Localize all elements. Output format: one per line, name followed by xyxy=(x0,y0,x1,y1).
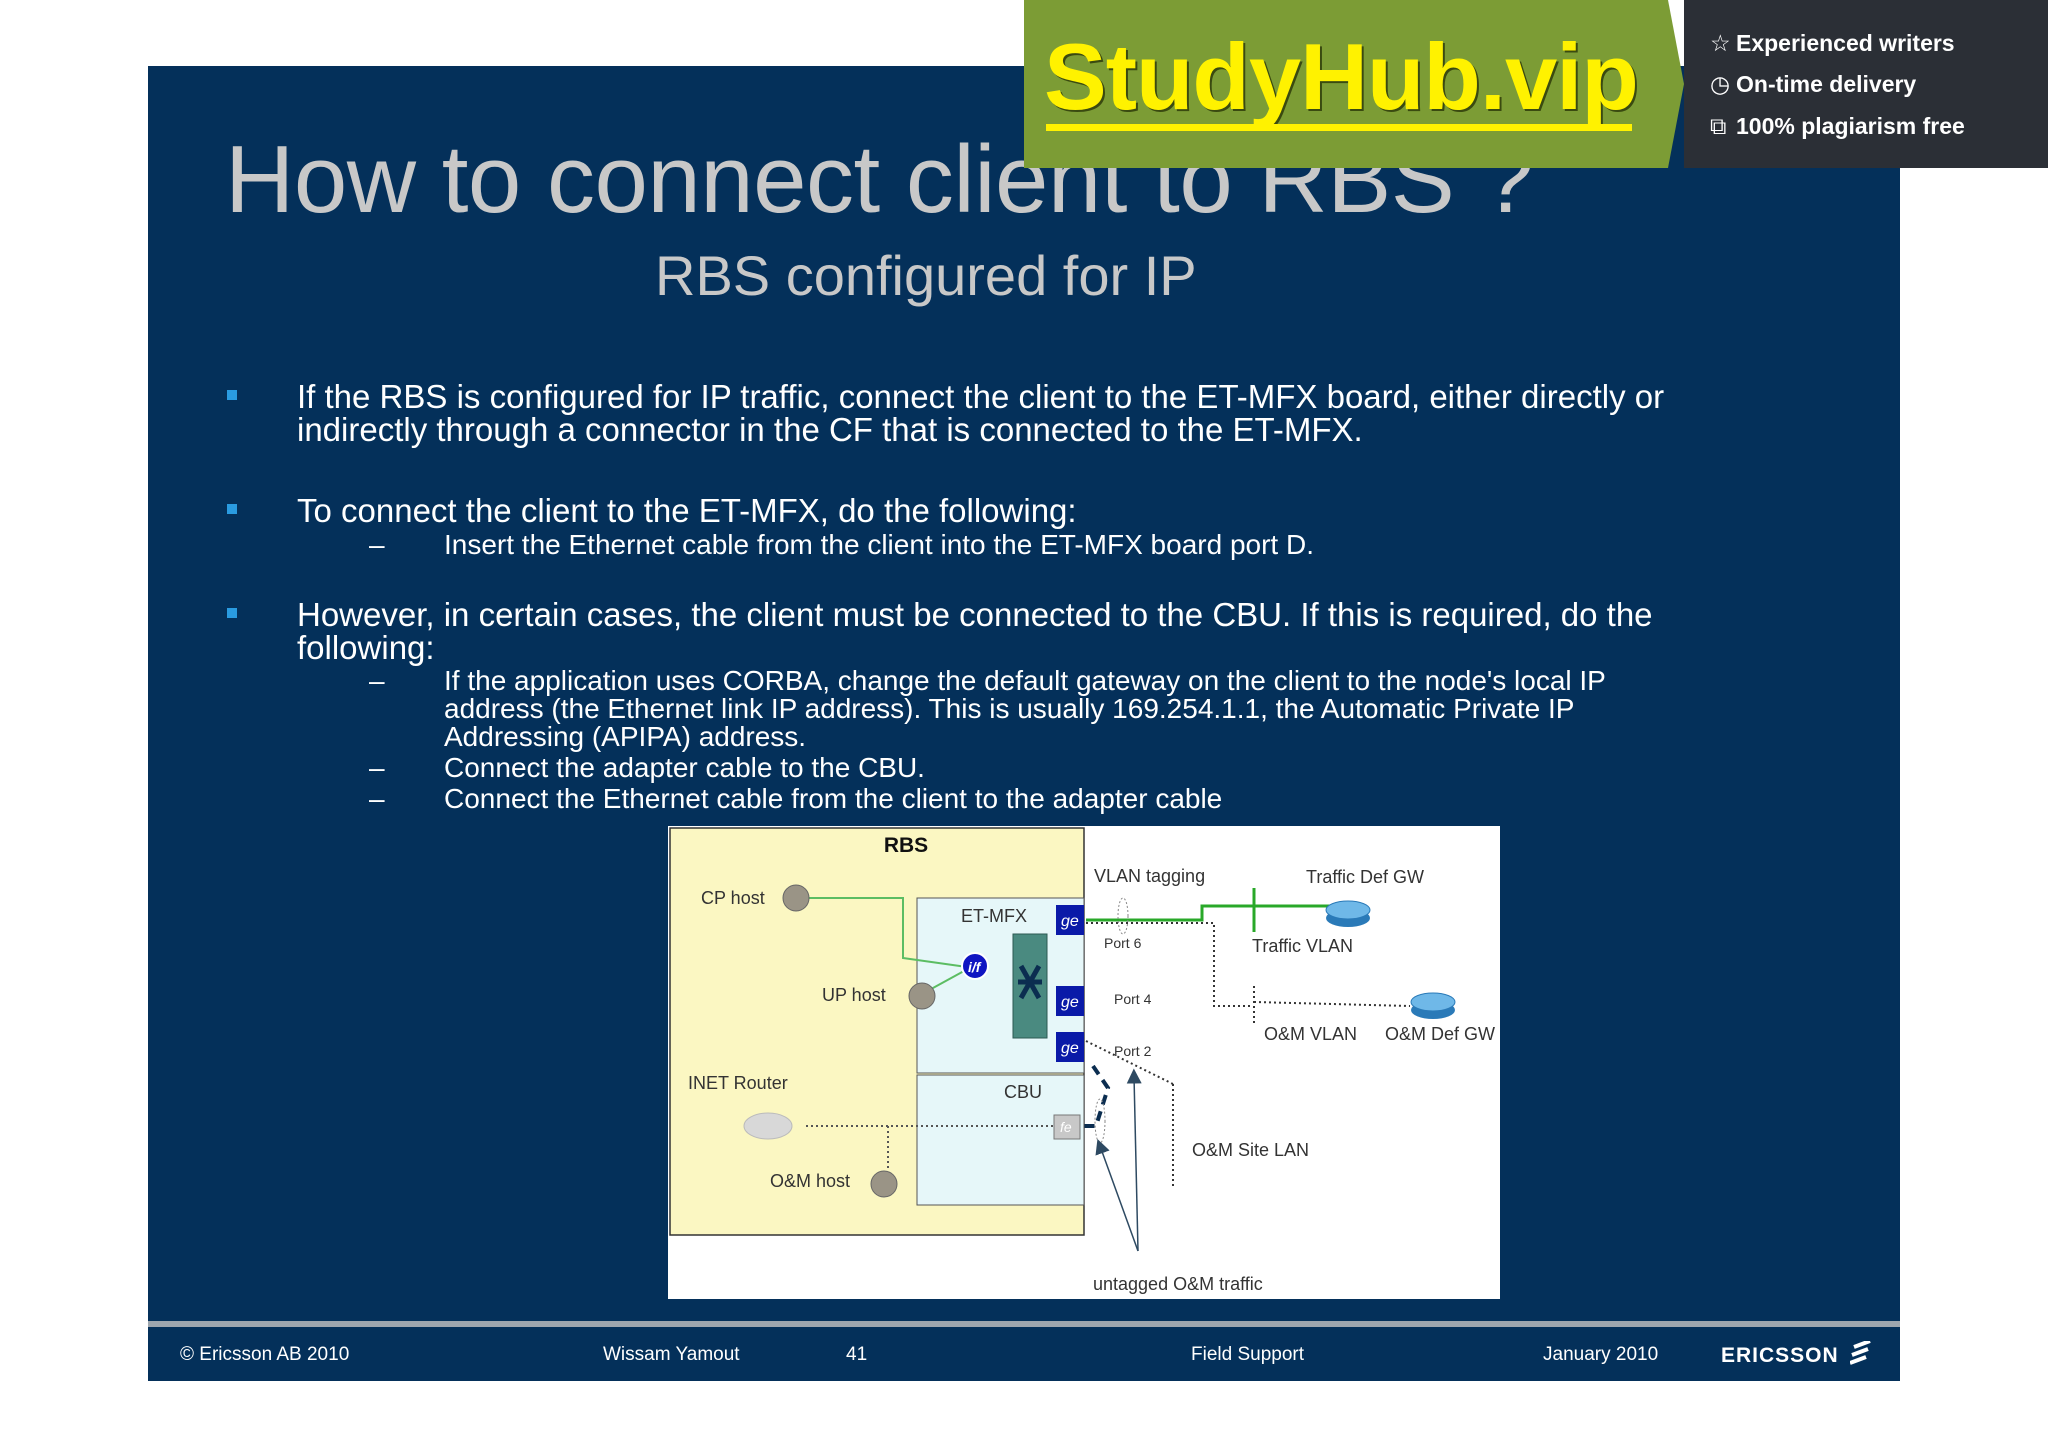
inet-router-node xyxy=(743,1112,793,1140)
sub-bullet-text: address (the Ethernet link IP address). … xyxy=(444,693,1575,724)
star-icon: ☆ xyxy=(1710,30,1731,56)
bullet-text: To connect the client to the ET-MFX, do … xyxy=(297,492,1077,529)
traffic-vlan-link xyxy=(1086,904,1254,922)
et-mfx-label: ET-MFX xyxy=(961,906,1027,926)
vlan-tag-ellipse xyxy=(1117,897,1129,935)
sub-bullet-text: Insert the Ethernet cable from the clien… xyxy=(444,529,1314,560)
footer-date: January 2010 xyxy=(1543,1344,1659,1365)
slide: How to connect client to RBS ? RBS confi… xyxy=(148,66,1900,1381)
traffic-def-gw-label: Traffic Def GW xyxy=(1306,867,1424,887)
bullet-text: However, in certain cases, the client mu… xyxy=(297,596,1653,633)
interface-node xyxy=(961,952,989,980)
footer-page-number: 41 xyxy=(846,1344,868,1365)
feature-text: On-time delivery xyxy=(1736,71,1917,97)
cbu-label: CBU xyxy=(1004,1082,1042,1102)
studyhub-logo-underline xyxy=(1046,124,1632,131)
port2-label: Port 2 xyxy=(1114,1043,1152,1059)
vlan-tagging-label: VLAN tagging xyxy=(1094,866,1205,886)
om-gw-link xyxy=(1253,1001,1411,1007)
om-host-label: O&M host xyxy=(770,1171,850,1191)
clock-icon: ◷ xyxy=(1710,71,1731,97)
sub-bullet-dash: – xyxy=(369,665,385,696)
ge-port-6 xyxy=(1056,905,1084,935)
bullet-text: indirectly through a connector in the CF… xyxy=(297,411,1363,448)
sub-bullet-dash: – xyxy=(369,529,385,560)
rbs-label: RBS xyxy=(884,834,928,857)
untagged-arrow xyxy=(1095,1138,1139,1252)
ge-port-label: ge xyxy=(1061,913,1079,930)
traffic-vlan-label: Traffic VLAN xyxy=(1252,936,1353,956)
sub-bullet-dash: – xyxy=(369,783,385,814)
footer-divider xyxy=(148,1321,1900,1327)
ericsson-logo-text: ERICSSON xyxy=(1721,1344,1839,1367)
copy-icon: ⧉ xyxy=(1710,113,1727,139)
sub-bullet-text: Connect the Ethernet cable from the clie… xyxy=(444,783,1223,814)
feature-text: Experienced writers xyxy=(1736,30,1955,56)
ge-port-2 xyxy=(1056,1032,1084,1062)
cbu-lan-link xyxy=(1084,1064,1111,1128)
feature-text: 100% plagiarism free xyxy=(1736,113,1965,139)
cp-host-label: CP host xyxy=(701,888,765,908)
untagged-arrow xyxy=(1126,1068,1142,1252)
inet-router-label: INET Router xyxy=(688,1073,788,1093)
port2-link xyxy=(1085,1040,1174,1085)
feature-on-time-delivery: ◷On-time delivery xyxy=(1710,73,1916,96)
interface-label: i/f xyxy=(968,959,982,975)
up-host-node xyxy=(908,982,936,1010)
feature-plagiarism-free: ⧉ 100% plagiarism free xyxy=(1710,115,1965,138)
studyhub-logo[interactable]: StudyHub.vip xyxy=(1044,24,1639,129)
untagged-label: untagged O&M traffic xyxy=(1093,1274,1263,1294)
banner-arrow xyxy=(1650,0,1684,168)
om-def-gw-label: O&M Def GW xyxy=(1385,1024,1495,1044)
up-host-label: UP host xyxy=(822,985,886,1005)
footer-copyright: © Ericsson AB 2010 xyxy=(180,1344,350,1365)
ge-port-label: ge xyxy=(1061,994,1079,1011)
bullet-text: following: xyxy=(297,629,435,666)
switch-icon xyxy=(1018,964,1042,1000)
network-diagram: RBS ET-MFX CBU ge ge ge fe i/f xyxy=(668,826,1500,1299)
network-diagram-svg: RBS ET-MFX CBU ge ge ge fe i/f xyxy=(669,827,1495,1294)
sub-bullet-dash: – xyxy=(369,752,385,783)
feature-experienced-writers: ☆Experienced writers xyxy=(1710,32,1955,55)
ge-port-4 xyxy=(1056,986,1084,1016)
om-vlan-label: O&M VLAN xyxy=(1264,1024,1357,1044)
sub-bullet-text: If the application uses CORBA, change th… xyxy=(444,665,1606,696)
bullet-marker xyxy=(227,608,237,618)
untagged-ellipse xyxy=(1094,1098,1106,1144)
bullet-marker xyxy=(227,504,237,514)
om-site-lan-label: O&M Site LAN xyxy=(1192,1140,1309,1160)
cp-link xyxy=(796,897,975,969)
cbu-box xyxy=(916,1074,1085,1206)
traffic-gw-router-top xyxy=(1325,900,1371,920)
sub-bullet-text: Connect the adapter cable to the CBU. xyxy=(444,752,925,783)
ericsson-logo-icon xyxy=(1848,1339,1871,1365)
port6-om-link xyxy=(1086,922,1252,1007)
om-host-node xyxy=(870,1170,898,1198)
bullet-text: If the RBS is configured for IP traffic,… xyxy=(297,378,1665,415)
studyhub-features-panel xyxy=(1684,0,2048,168)
ge-port-label: ge xyxy=(1061,1040,1079,1057)
sub-bullet-text: Addressing (APIPA) address. xyxy=(444,721,807,752)
studyhub-banner[interactable] xyxy=(1024,0,1650,168)
slide-subtitle: RBS configured for IP xyxy=(655,244,1197,307)
footer-department: Field Support xyxy=(1191,1344,1305,1365)
ericsson-logo: ERICSSON xyxy=(1721,1339,1872,1368)
fe-port-label: fe xyxy=(1060,1119,1072,1135)
fe-port xyxy=(1053,1114,1081,1140)
port4-label: Port 4 xyxy=(1114,991,1152,1007)
port6-label: Port 6 xyxy=(1104,935,1142,951)
cp-host-node xyxy=(782,884,810,912)
bullet-marker xyxy=(227,390,237,400)
footer-author: Wissam Yamout xyxy=(603,1344,740,1365)
om-gw-router-top xyxy=(1410,992,1456,1012)
